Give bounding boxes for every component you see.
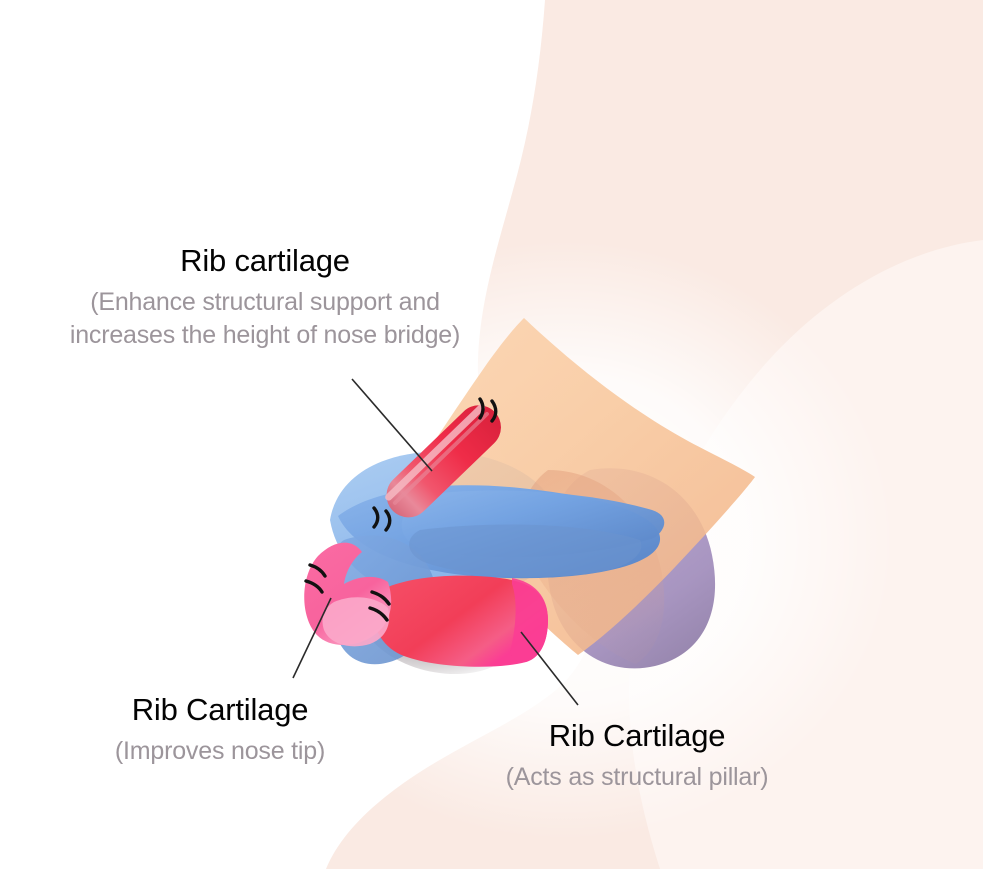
label-bridge-subtitle-line1: (Enhance structural support and [90,287,440,316]
label-bridge-subtitle-line2: increases the height of nose bridge) [69,320,461,349]
leader-bridge [351,378,433,472]
leader-pillar [520,631,579,706]
leader-lines [292,378,579,706]
septal-blue-tail [409,524,642,577]
label-bridge-title: Rib cartilage [180,243,350,278]
columellar-strut-graft [373,575,548,667]
label-tip-subtitle: (Improves nose tip) [114,736,326,765]
label-rib-cartilage-bridge: Rib cartilage (Enhance structural suppor… [30,243,500,352]
label-pillar-subtitle: (Acts as structural pillar) [505,762,769,791]
label-tip-title: Rib Cartilage [131,692,309,727]
label-rib-cartilage-pillar: Rib Cartilage (Acts as structural pillar… [472,718,802,794]
dorsal-onlay-rod-graft [385,404,501,518]
strut-pink-edge [510,578,548,663]
leader-tip [292,597,332,679]
label-rib-cartilage-tip: Rib Cartilage (Improves nose tip) [60,692,380,768]
suture-marks [304,397,498,622]
label-bridge-subtitle: (Enhance structural support and increase… [30,286,500,352]
label-pillar-title: Rib Cartilage [548,718,726,753]
